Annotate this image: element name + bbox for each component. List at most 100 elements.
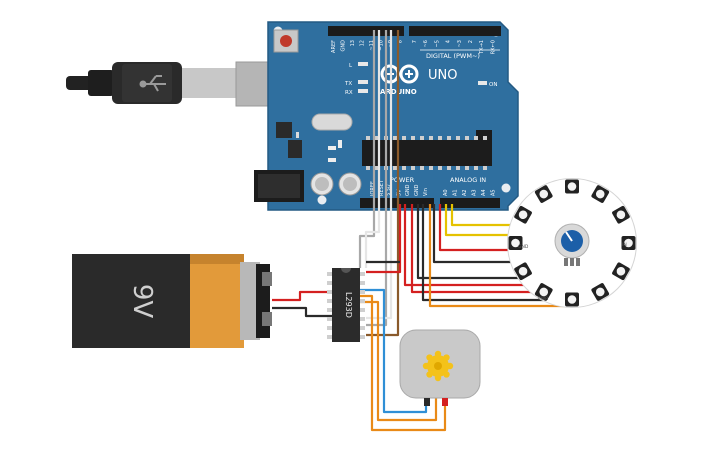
ic-pin	[360, 290, 365, 294]
dc-motor	[399, 329, 481, 406]
led-tx-label: TX	[344, 81, 352, 87]
motor-terminal	[442, 398, 448, 406]
atmega-chip	[362, 140, 492, 166]
neopixel-led	[508, 236, 523, 250]
ic-body	[332, 268, 360, 342]
wire-motor-orange-2	[360, 294, 447, 432]
ring-pin-label: GND	[518, 244, 529, 250]
potentiometer[interactable]	[554, 223, 590, 266]
wire-orange-pot	[428, 204, 570, 308]
power-label: POWER	[390, 176, 415, 184]
crystal-oscillator	[311, 113, 353, 131]
wire-battery-pos	[272, 290, 332, 302]
pin-label: 12	[360, 40, 366, 46]
wire-black-ring	[432, 204, 514, 264]
neopixel-led	[514, 262, 532, 281]
pin-label: ~5	[434, 40, 440, 47]
pin-label: AREF	[331, 40, 337, 53]
pin-label: ~3	[457, 40, 463, 47]
wire-brown	[366, 30, 400, 337]
neopixel-led	[591, 185, 610, 203]
ring-pin-label: IN	[622, 242, 627, 248]
mount-hole	[501, 183, 511, 193]
analog-header	[440, 198, 500, 208]
led-on-label: ON	[489, 82, 497, 88]
usb-cable-tail	[66, 76, 92, 90]
ic-pin	[360, 272, 365, 276]
pin-label: RESET	[379, 179, 385, 196]
ic-pin	[327, 290, 332, 294]
wire-yellow-a0	[444, 204, 520, 237]
digital-header-right	[409, 26, 501, 36]
ic-pin	[327, 335, 332, 339]
led-rx-label: RX	[345, 90, 353, 96]
regulator	[288, 140, 302, 158]
pin-label: 13	[350, 40, 356, 46]
wire-gnd-pot	[421, 204, 564, 302]
battery-body-orange	[190, 254, 244, 348]
pin-label: ~11	[369, 40, 375, 51]
pin-label: TX→1	[479, 40, 485, 55]
usb-strain-relief	[88, 70, 114, 96]
model-label: UNO	[428, 68, 457, 83]
reset-button-cap[interactable]	[280, 35, 292, 47]
usb-b-port	[235, 61, 273, 107]
usb-b-connector	[182, 68, 238, 98]
neopixel-led	[612, 205, 630, 224]
led-l-label: L	[349, 63, 353, 69]
neopixel-led	[591, 283, 610, 301]
pin-label: 4	[446, 40, 452, 43]
digital-label: DIGITAL (PWM~)	[426, 52, 480, 60]
neopixel-led	[534, 283, 553, 301]
ic-pin	[327, 272, 332, 276]
led-on	[478, 81, 487, 85]
pin-label: A0	[443, 189, 449, 196]
led-rx	[358, 89, 368, 93]
battery-body-black	[72, 254, 196, 348]
pot-indicator	[565, 231, 573, 242]
ic-pin	[360, 281, 365, 285]
wire-yellow-a1	[450, 204, 512, 227]
neopixel-led	[514, 205, 532, 224]
pin-label: A1	[453, 189, 459, 196]
battery-terminal-plate	[240, 262, 260, 340]
analog-label: ANALOG IN	[450, 176, 486, 184]
pin-label: Vin	[423, 188, 429, 196]
ic-pin	[360, 326, 365, 330]
battery-label: 9V	[127, 284, 157, 319]
ic-pin	[327, 299, 332, 303]
wire-battery-neg	[272, 306, 332, 318]
pin-label: 8	[398, 40, 404, 43]
ic-label: L293D	[344, 292, 353, 318]
neopixel-led	[565, 292, 579, 307]
wire-motor-blue	[360, 288, 428, 414]
ic-pin	[327, 317, 332, 321]
pin-label: A4	[481, 189, 487, 196]
motor-terminal	[424, 398, 430, 406]
neopixel-led	[565, 179, 579, 194]
pin-label: ~6	[423, 40, 429, 47]
pin-label: A5	[491, 189, 497, 196]
wire-5v-pot	[410, 204, 556, 294]
neopixel-led	[612, 262, 630, 281]
ic-pin	[360, 299, 365, 303]
led-tx	[358, 80, 368, 84]
wires	[272, 30, 570, 432]
wire-white	[364, 30, 381, 268]
ic-pin	[360, 317, 365, 321]
neopixel-led	[621, 236, 636, 250]
ic-pin	[327, 281, 332, 285]
pin-label: GND	[405, 184, 411, 196]
mount-hole	[317, 195, 327, 205]
battery-9v: 9V	[72, 254, 272, 348]
wire-5v-ring	[403, 204, 540, 287]
pin-label: A3	[472, 189, 478, 196]
digital-header-left	[328, 26, 404, 36]
pin-label: RX←0	[490, 40, 496, 54]
usb-symbol-icon	[139, 75, 166, 92]
ic-pin	[327, 308, 332, 312]
wire-red-ring	[438, 204, 518, 252]
led-l	[358, 62, 368, 66]
